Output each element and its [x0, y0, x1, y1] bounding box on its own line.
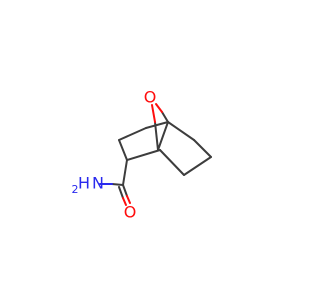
- bond-camide-o2-red: [122, 197, 127, 206]
- bond-camide-o2-gray: [118, 186, 124, 199]
- bond-c7-c4: [126, 149, 161, 161]
- bond-c3-c4: [183, 156, 212, 176]
- bond-camide-o1-red: [126, 195, 131, 204]
- bond-camide-o1-gray: [122, 184, 128, 197]
- bond-camide-n-gray: [111, 183, 124, 186]
- bond-c1-o-gray: [161, 111, 169, 123]
- amide-nitrogen-label: N: [92, 174, 104, 193]
- bond-c1-o-red: [155, 103, 163, 113]
- bond-c5-o-red: [151, 104, 156, 123]
- bond-c2-c3: [193, 139, 212, 158]
- bond-c1-c5: [145, 121, 169, 129]
- bond-c5-o-gray: [154, 121, 159, 151]
- amide-oxygen-label: O: [124, 203, 137, 222]
- bond-c5-c6: [118, 127, 147, 141]
- molecule-diagram: O O N H 2: [72, 88, 212, 222]
- bond-c4-c4b: [159, 149, 185, 176]
- amide-hydrogen-label: H: [78, 174, 90, 193]
- bond-c1-c2: [167, 121, 195, 141]
- bond-c7-camide: [122, 159, 128, 186]
- bridge-oxygen-label: O: [144, 88, 157, 107]
- structure-canvas: O O N H 2: [71, 87, 212, 222]
- amide-hydrogen-subscript: 2: [72, 183, 79, 196]
- bond-c4-c1: [157, 121, 169, 151]
- bond-c6-c7: [118, 139, 128, 161]
